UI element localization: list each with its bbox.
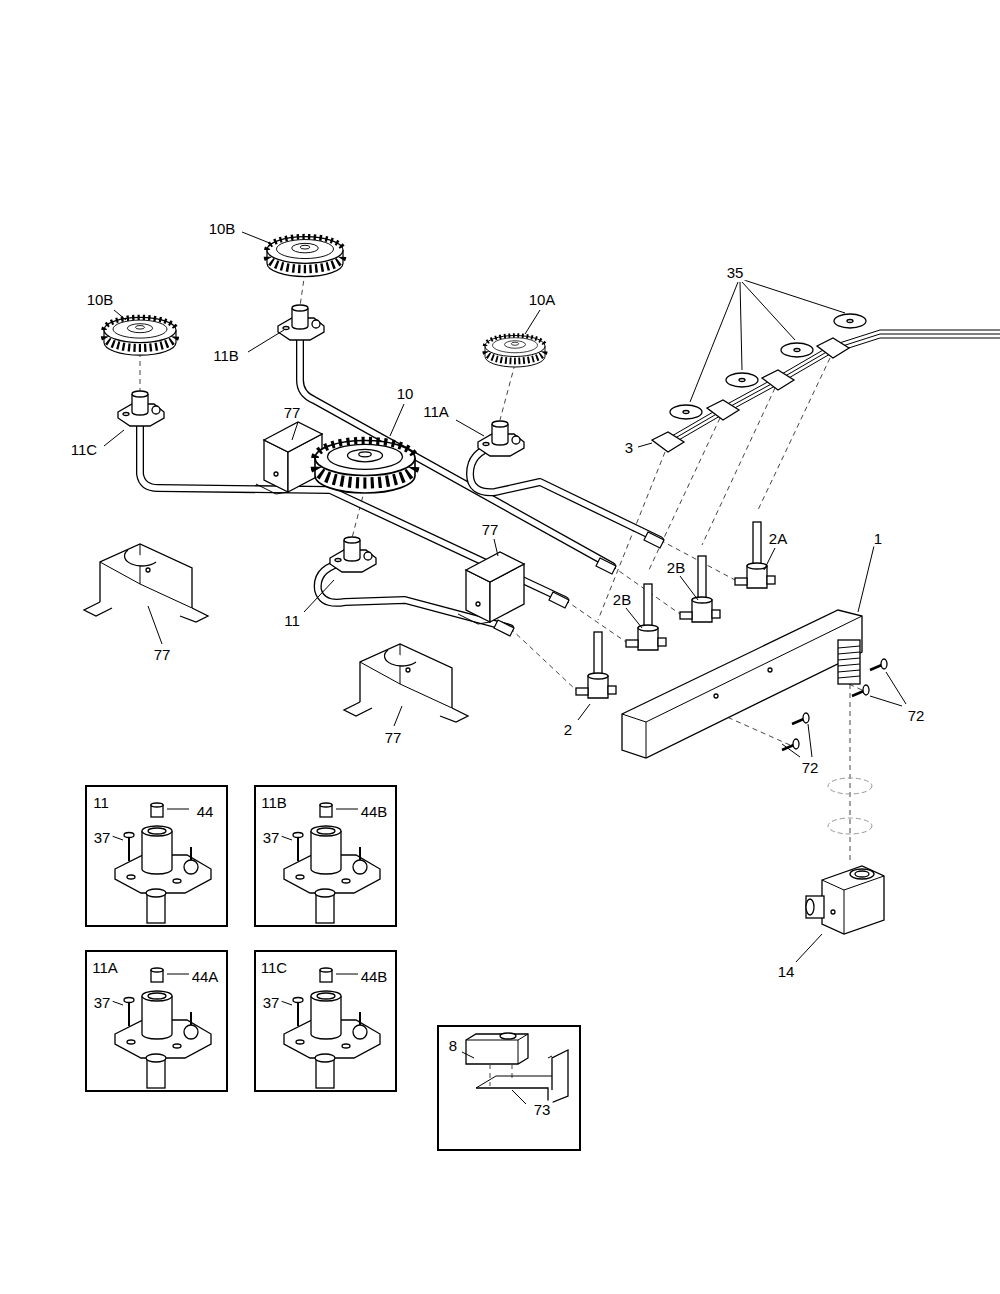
inset-title: 8 xyxy=(447,1037,459,1054)
screw xyxy=(782,659,887,750)
callout-number: 10 xyxy=(395,385,416,402)
leader-lines xyxy=(104,232,906,962)
callout-number: 72 xyxy=(800,759,821,776)
inset-box: 11 44 37 xyxy=(85,785,228,927)
callout-number: 44B xyxy=(359,968,390,985)
alignment-lines xyxy=(140,272,872,860)
inset-box: 8 73 xyxy=(437,1025,581,1151)
callout-number: 37 xyxy=(92,994,113,1011)
callout-number: 1 xyxy=(872,530,884,547)
callout-number: 10B xyxy=(207,220,238,237)
callout-number: 44B xyxy=(359,803,390,820)
burner-valve xyxy=(576,522,775,698)
callout-number: 14 xyxy=(776,963,797,980)
callout-number: 11B xyxy=(211,347,241,364)
callout-number: 2B xyxy=(665,559,687,576)
inset-title: 11A xyxy=(90,959,120,976)
callout-number: 2B xyxy=(611,591,633,608)
bracket xyxy=(84,422,524,722)
inset-box: 11B 44B 37 xyxy=(254,785,397,927)
callout-number: 37 xyxy=(261,829,282,846)
burner-base xyxy=(118,305,524,572)
callout-number: 11A xyxy=(421,403,451,420)
callout-number: 44A xyxy=(190,968,221,985)
callout-number: 11 xyxy=(282,612,302,629)
inset-title: 11B xyxy=(259,794,289,811)
inset-box: 11A 44A 37 xyxy=(85,950,228,1092)
switch-harness xyxy=(652,314,1000,452)
burner-head xyxy=(104,237,545,493)
callout-number: 77 xyxy=(152,646,173,663)
callout-number: 44 xyxy=(195,803,216,820)
callout-number: 77 xyxy=(480,521,501,538)
callout-number: 11C xyxy=(69,441,99,458)
callout-number: 37 xyxy=(261,994,282,1011)
callout-number: 77 xyxy=(282,404,303,421)
callout-number: 10A xyxy=(527,291,558,308)
inset-title: 11C xyxy=(259,959,289,976)
callout-number: 72 xyxy=(906,707,927,724)
callout-number: 35 xyxy=(725,264,746,281)
callout-number: 3 xyxy=(623,439,635,456)
callout-number: 2A xyxy=(767,530,789,547)
callout-number: 2 xyxy=(562,721,574,738)
callout-number: 73 xyxy=(532,1101,553,1118)
gas-tubes xyxy=(140,330,664,636)
pressure-regulator xyxy=(806,866,884,934)
callout-number: 10B xyxy=(85,291,116,308)
callout-number: 37 xyxy=(92,829,113,846)
callout-number: 77 xyxy=(383,729,404,746)
inset-drawing xyxy=(109,803,568,1104)
inset-box: 11C 44B 37 xyxy=(254,950,397,1092)
inset-title: 11 xyxy=(91,794,111,811)
